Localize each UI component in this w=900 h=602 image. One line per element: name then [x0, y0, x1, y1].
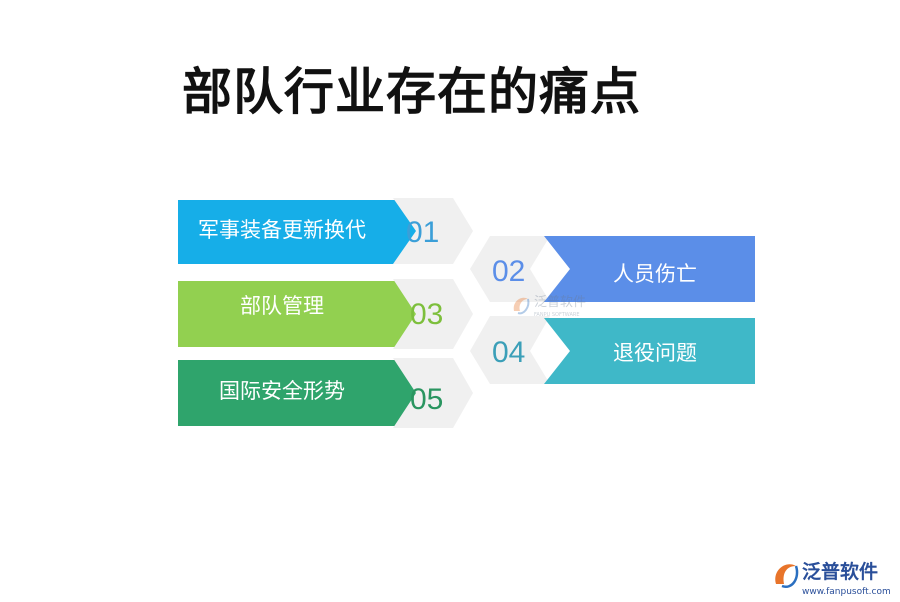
item-02-label: 人员伤亡 [613, 262, 697, 286]
item-01-number: 01 [406, 216, 440, 249]
item-01-shape [178, 198, 473, 264]
item-02-number: 02 [492, 255, 526, 288]
item-04-label: 退役问题 [613, 341, 697, 365]
item-03-label: 部队管理 [240, 294, 324, 318]
item-01-label: 军事装备更新换代 [198, 218, 366, 242]
page-title: 部队行业存在的痛点 [182, 63, 641, 121]
watermark-name: 泛普软件 [534, 295, 586, 310]
brand-logo: 泛普软件 www.fanpusoft.com [770, 556, 898, 602]
watermark: 泛普软件 FANPU SOFTWARE [510, 291, 610, 323]
item-05-label: 国际安全形势 [219, 379, 345, 403]
item-02-shape [470, 236, 755, 302]
item-03-shape [178, 279, 473, 349]
watermark-sub: FANPU SOFTWARE [534, 312, 580, 318]
item-04-number: 04 [492, 336, 526, 369]
brand-url: www.fanpusoft.com [802, 587, 891, 597]
item-05-number: 05 [410, 383, 444, 416]
brand-logo-icon: 泛普软件 www.fanpusoft.com [775, 560, 891, 597]
item-03-number: 03 [410, 298, 444, 331]
item-04-shape [470, 316, 755, 384]
brand-name: 泛普软件 [802, 560, 878, 583]
item-05-shape [178, 358, 473, 428]
watermark-logo-icon: 泛普软件 FANPU SOFTWARE [513, 295, 586, 318]
